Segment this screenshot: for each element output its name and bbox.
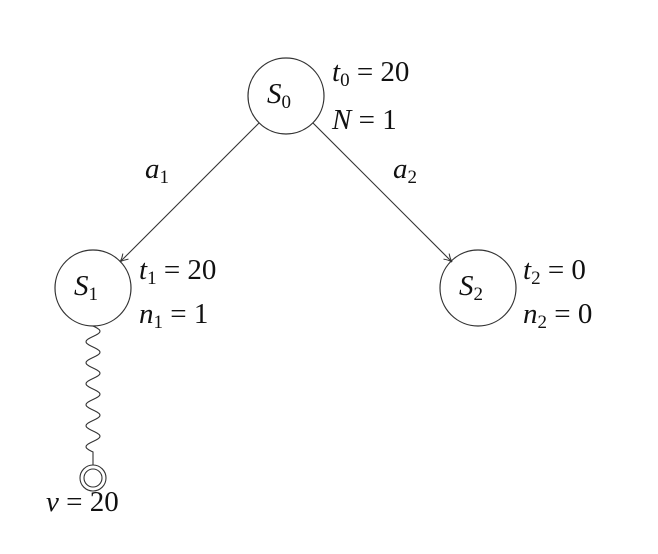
terminal-value-label: v = 20 (46, 486, 119, 518)
node-s2-circle (439, 249, 517, 327)
node-s0-label: S0 (267, 78, 291, 113)
edge-a2-arrow (312, 122, 453, 263)
edge-a2-label: a2 (393, 153, 417, 188)
node-s2-t-label: t2 = 0 (523, 254, 586, 289)
rollout-wavy-line (85, 325, 101, 465)
node-s1-t-label: t1 = 20 (139, 254, 217, 289)
terminal-inner-circle (83, 468, 103, 488)
node-s2-label: S2 (459, 270, 483, 305)
edge-a1-label: a1 (145, 153, 169, 188)
node-s0-t-label: t0 = 20 (332, 56, 410, 91)
edge-a1-arrow (119, 122, 260, 263)
terminal-outer-circle (79, 464, 107, 492)
node-s1-label: S1 (74, 270, 98, 305)
node-s2-n-label: n2 = 0 (523, 298, 593, 333)
node-s0-circle (247, 57, 325, 135)
node-s1-n-label: n1 = 1 (139, 298, 209, 333)
node-s0-n-label: N = 1 (332, 104, 397, 136)
